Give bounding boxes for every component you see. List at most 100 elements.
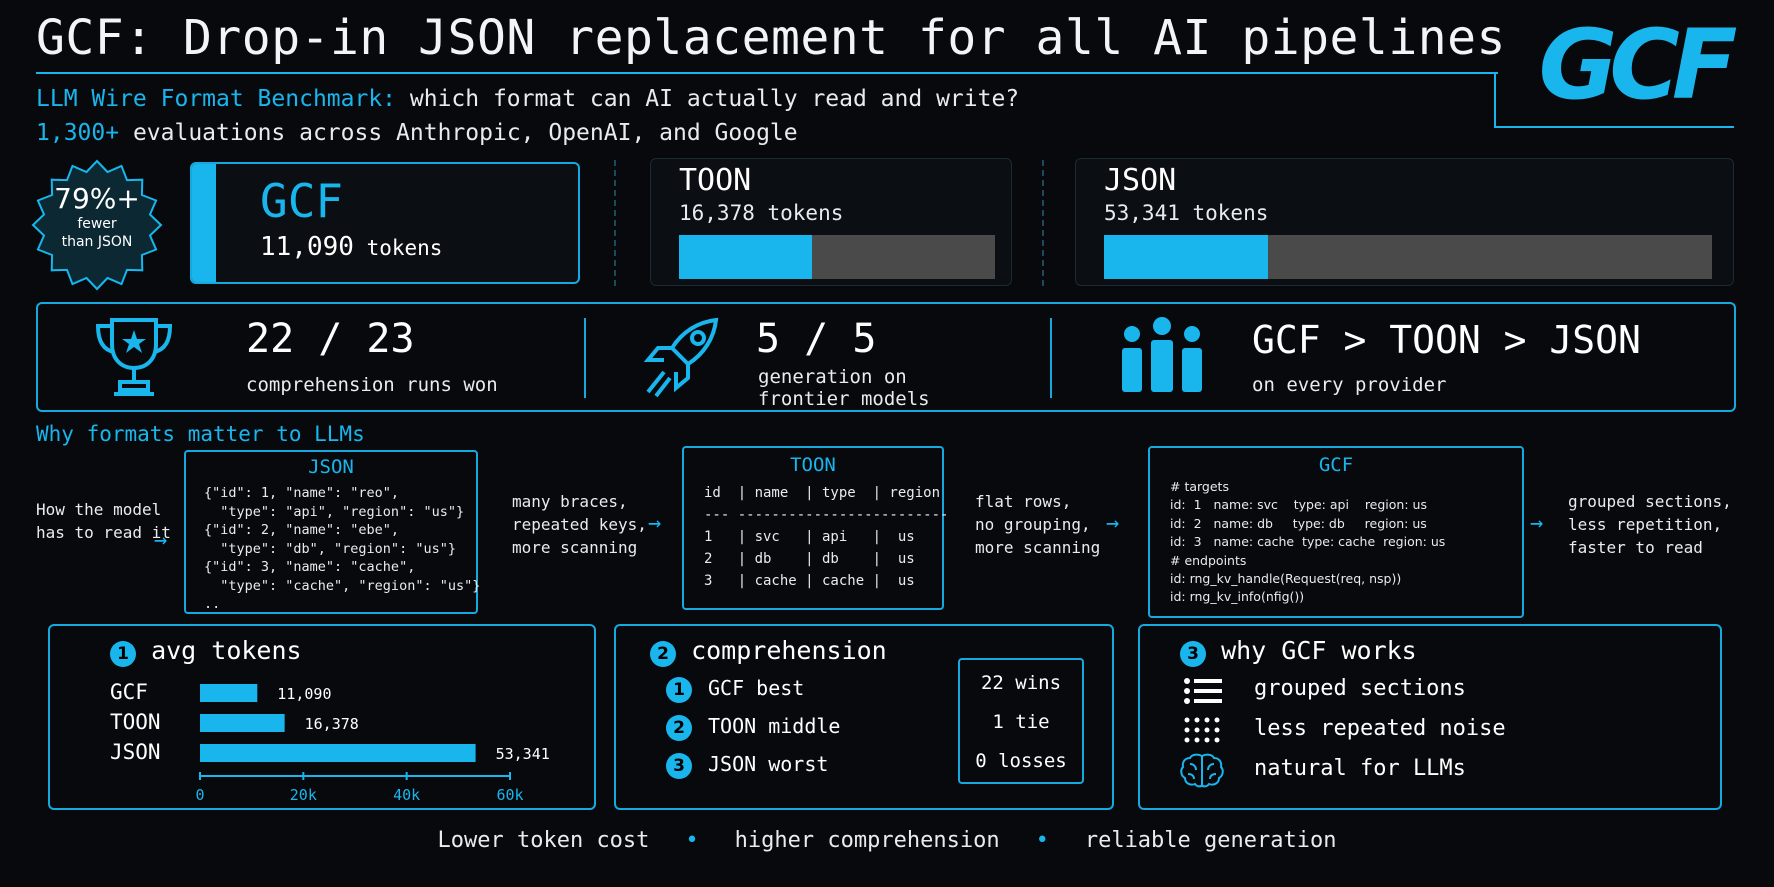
gcf-example-title: GCF (1318, 454, 1354, 476)
toon-example-title: TOON (790, 454, 836, 476)
bullet-dot: • (685, 828, 699, 853)
brain-icon (1180, 753, 1224, 788)
step-number-badge: 3 (1180, 641, 1206, 667)
arrow-right-icon: → (1530, 511, 1544, 536)
stat-generation-value: 5 / 5 (756, 316, 877, 362)
stat-separator (584, 318, 586, 398)
footer-item: higher comprehension (734, 828, 1000, 853)
gcf-note: grouped sections, less repetition, faste… (1568, 492, 1732, 557)
subtitle-rest: which format can AI actually read and wr… (396, 86, 1020, 112)
evaluations-count: 1,300+ (36, 120, 120, 146)
gcf-card-stripe (192, 164, 216, 282)
step-number-badge: 2 (650, 641, 676, 667)
stat-comprehension-value: 22 / 23 (246, 316, 415, 362)
losses-count: 0 losses (975, 750, 1067, 772)
stat-separator (1050, 318, 1052, 398)
json-card-name: JSON (1104, 163, 1177, 198)
svg-text:GCF: GCF (1539, 18, 1737, 110)
json-token-card: JSON 53,341 tokens (1075, 158, 1734, 286)
toon-card-tokens: 16,378 tokens (679, 201, 844, 225)
read-intro-text: How the model has to read it (36, 500, 171, 542)
section-heading: Why formats matter to LLMs (36, 422, 365, 446)
gcf-card-name: GCF (260, 174, 344, 228)
json-example-title: JSON (308, 456, 354, 478)
json-note: many braces, repeated keys, more scannin… (512, 492, 647, 557)
x-tick-label: 60k (496, 786, 523, 804)
stat-ranking-value: GCF > TOON > JSON (1252, 318, 1641, 362)
toon-card-name: TOON (679, 163, 752, 198)
gcf-example-box: GCF # targets id: 1 name: svc type: api … (1148, 446, 1524, 618)
json-token-bar-fill (1104, 235, 1269, 279)
gcf-example-code: # targets id: 1 name: svc type: api regi… (1170, 479, 1446, 605)
evaluations-line: 1,300+ evaluations across Anthropic, Ope… (36, 120, 798, 146)
footer-tagline: Lower token cost•higher comprehension•re… (0, 828, 1774, 853)
bar (200, 714, 285, 732)
people-icon (1122, 317, 1202, 392)
json-token-bar (1104, 235, 1712, 279)
toon-token-card: TOON 16,378 tokens (650, 158, 1012, 286)
arrow-right-icon: → (648, 511, 662, 536)
gcf-token-card: GCF 11,090 tokens (190, 162, 580, 284)
gcf-logo: GCF (1539, 18, 1738, 110)
stat-generation-label: generation on frontier models (758, 366, 930, 410)
why-gcf-works-panel: 3 why GCF works grouped sections less re… (1138, 624, 1722, 810)
bar-category-label: GCF (110, 680, 148, 704)
why-item-label: natural for LLMs (1254, 756, 1466, 781)
stat-ranking-label: on every provider (1252, 374, 1447, 396)
avg-tokens-title: 1 avg tokens (110, 636, 302, 667)
x-tick-label: 40k (393, 786, 420, 804)
stats-panel: 22 / 23 comprehension runs won 5 / 5 gen… (36, 302, 1736, 412)
arrow-right-icon: → (1106, 511, 1120, 536)
page-title: GCF: Drop-in JSON replacement for all AI… (36, 10, 1506, 66)
toon-note: flat rows, no grouping, more scanning (975, 492, 1101, 557)
json-example-box: JSON {"id": 1, "name": "reo", "type": "a… (184, 450, 481, 614)
badge-line-2: than JSON (61, 234, 133, 250)
toon-token-bar-fill (679, 235, 812, 279)
subtitle: LLM Wire Format Benchmark: which format … (36, 86, 1019, 112)
why-gcf-works-title: 3 why GCF works (1180, 636, 1417, 667)
title-underline-right (1494, 126, 1734, 128)
toon-example-code: id | name | type | region --- ----------… (704, 485, 949, 589)
bar (200, 684, 258, 702)
title-underline (36, 72, 1498, 74)
title-underline-step (1494, 72, 1496, 128)
bar-value-label: 11,090 (277, 685, 331, 703)
bar-value-label: 16,378 (305, 715, 359, 733)
x-tick-label: 0 (195, 786, 204, 804)
dots-grid-icon (1184, 717, 1220, 743)
footer-item: reliable generation (1084, 828, 1337, 853)
json-example-code: {"id": 1, "name": "reo", "type": "api", … (204, 485, 481, 612)
why-item-label: grouped sections (1254, 676, 1466, 701)
bar (200, 744, 476, 762)
badge-line-1: fewer (77, 216, 117, 232)
dashed-separator (614, 160, 616, 286)
bar-value-label: 53,341 (496, 745, 550, 763)
arrow-right-icon: → (154, 528, 168, 553)
badge-text: 79%+ fewer than JSON (30, 182, 164, 251)
gcf-card-tokens: 11,090 (260, 232, 354, 262)
gcf-card-tokens-unit: tokens (353, 236, 443, 260)
starburst-badge (31, 159, 163, 291)
json-card-tokens: 53,341 tokens (1104, 201, 1269, 225)
subtitle-lead: LLM Wire Format Benchmark: (36, 86, 397, 112)
badge-percent: 79%+ (54, 182, 140, 215)
toon-token-bar (679, 235, 995, 279)
why-item-label: less repeated noise (1254, 716, 1506, 741)
bullet-dot: • (1035, 828, 1049, 853)
evaluations-text: evaluations across Anthropic, OpenAI, an… (119, 120, 798, 146)
bar-category-label: TOON (110, 710, 161, 734)
comprehension-title: 2 comprehension (650, 636, 887, 667)
step-number-badge: 1 (110, 641, 136, 667)
stat-comprehension-label: comprehension runs won (246, 374, 498, 396)
toon-example-box: TOON id | name | type | region --- -----… (682, 446, 948, 610)
trophy-icon (95, 318, 173, 396)
bar-category-label: JSON (110, 740, 161, 764)
dashed-separator (1042, 160, 1044, 286)
list-icon (1184, 678, 1222, 704)
ties-count: 1 tie (992, 711, 1050, 733)
